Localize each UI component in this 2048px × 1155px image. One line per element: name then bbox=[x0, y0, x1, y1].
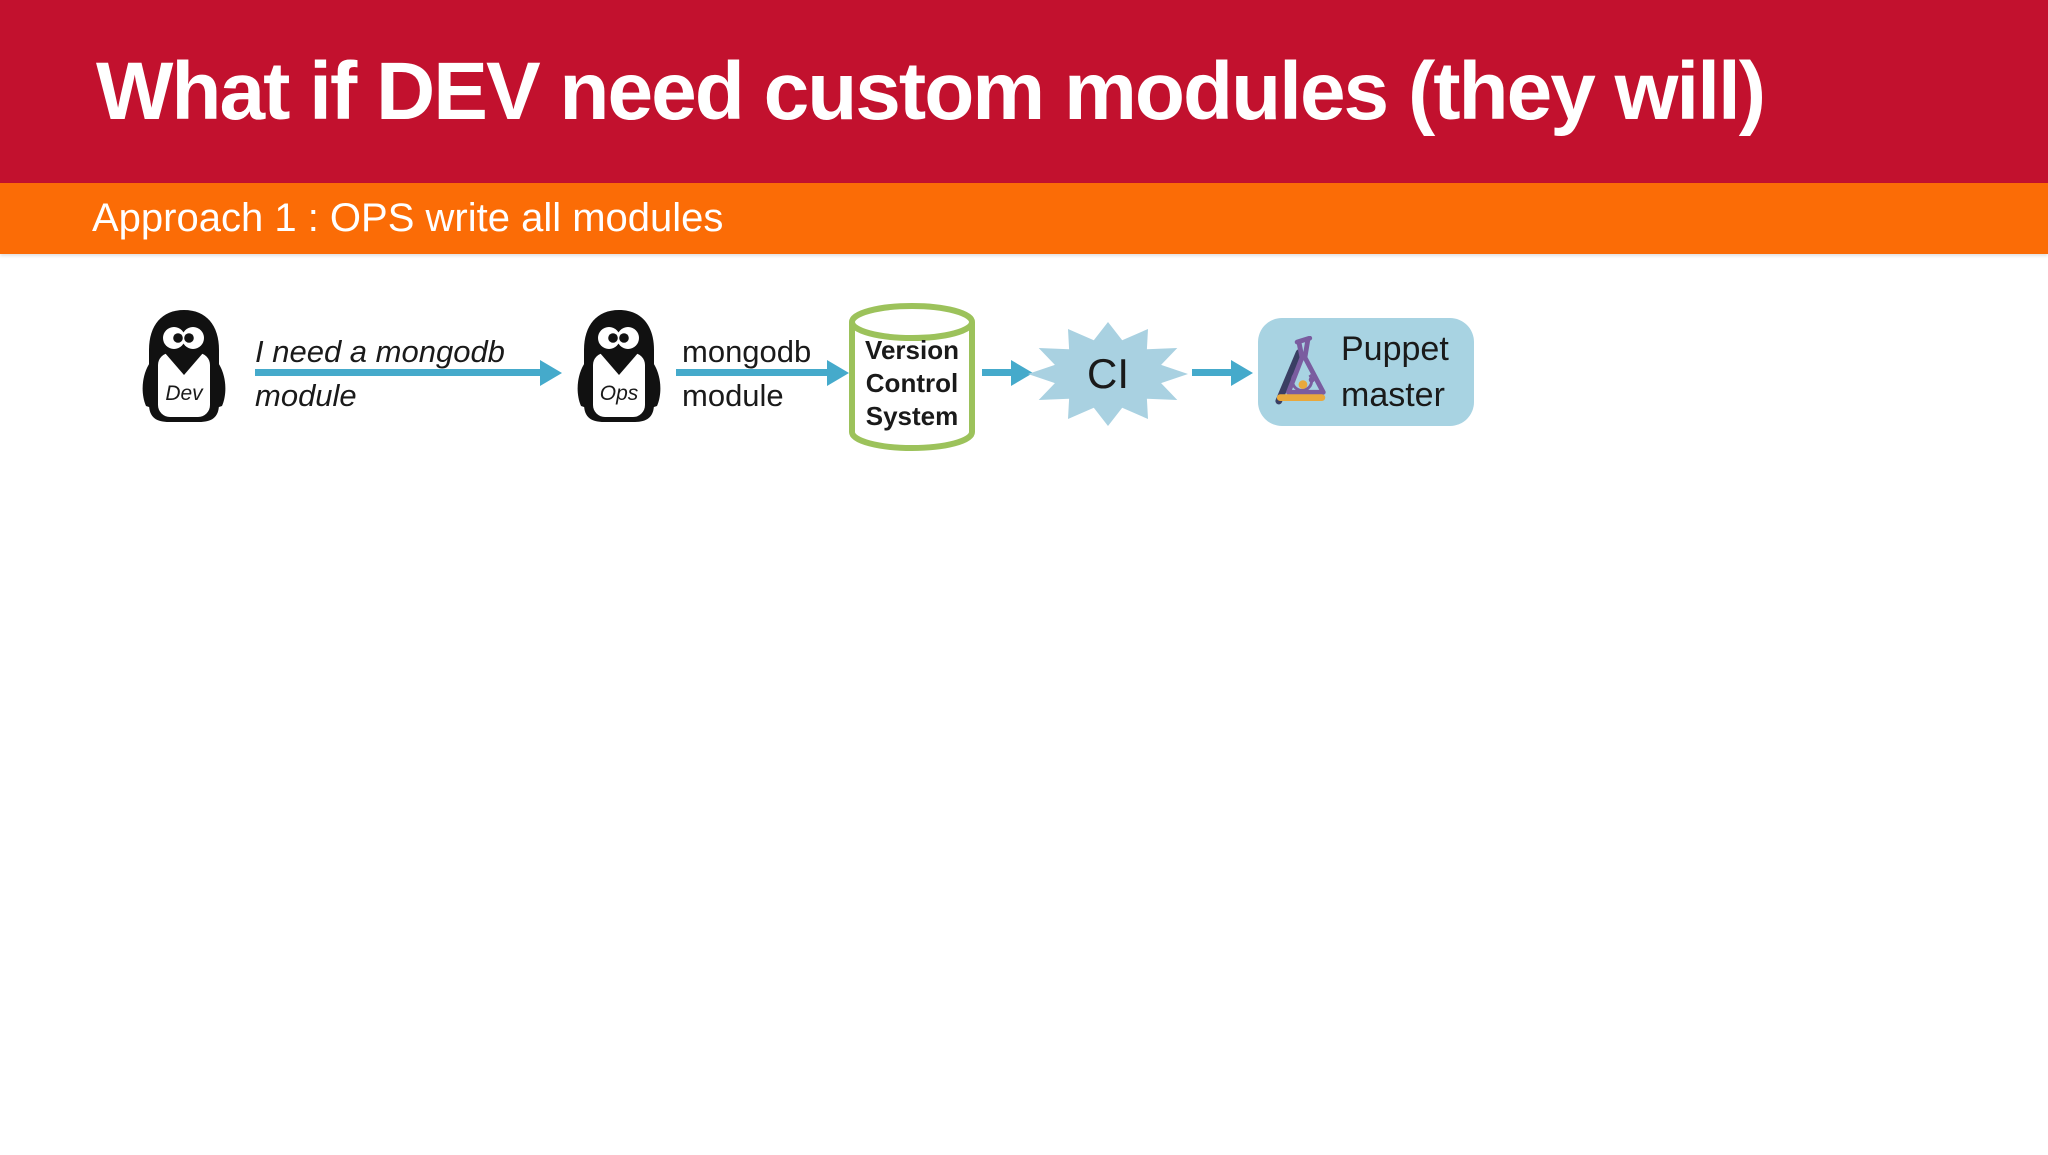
msg-ops-to-vcs-line2: module bbox=[682, 378, 784, 413]
ops-node: Ops bbox=[573, 308, 665, 423]
msg-dev-to-ops-line1: I need a mongodb bbox=[255, 334, 505, 369]
version-control-node: Version Control System bbox=[848, 302, 976, 452]
puppet-master-label: Puppet master bbox=[1341, 326, 1449, 418]
ci-node: CI bbox=[1023, 318, 1193, 430]
penguin-icon bbox=[142, 310, 226, 422]
puppet-label-line2: master bbox=[1341, 376, 1445, 414]
dev-node: Dev bbox=[138, 308, 230, 423]
puppet-flask-icon bbox=[1275, 336, 1326, 405]
msg-dev-to-ops-line2: module bbox=[255, 378, 357, 413]
vcs-label-line1: Version bbox=[865, 335, 959, 365]
puppet-master-node: Puppet master bbox=[1258, 318, 1474, 426]
arrow-dev-to-ops bbox=[255, 369, 541, 376]
database-cylinder-icon bbox=[849, 303, 975, 452]
vcs-label-line2: Control bbox=[865, 368, 959, 398]
diagram-canvas: Dev I need a mongodb module Ops mongodb … bbox=[0, 254, 2048, 1155]
vcs-label-line3: System bbox=[865, 401, 959, 431]
arrow-ci-to-puppet bbox=[1192, 369, 1232, 376]
approach-bar: Approach 1 : OPS write all modules bbox=[0, 183, 2048, 254]
slide-title: What if DEV need custom modules (they wi… bbox=[96, 46, 1766, 137]
title-bar: What if DEV need custom modules (they wi… bbox=[0, 0, 2048, 183]
approach-label: Approach 1 : OPS write all modules bbox=[92, 196, 724, 240]
version-control-label: Version Control System bbox=[848, 334, 976, 433]
ci-label: CI bbox=[1087, 350, 1129, 397]
puppet-label-line1: Puppet bbox=[1341, 330, 1449, 368]
dev-label: Dev bbox=[165, 382, 203, 405]
penguin-icon bbox=[577, 310, 661, 422]
arrow-ops-to-vcs bbox=[676, 369, 828, 376]
arrow-vcs-to-ci bbox=[982, 369, 1012, 376]
starburst-icon bbox=[1028, 322, 1188, 426]
ops-label: Ops bbox=[599, 382, 639, 405]
msg-ops-to-vcs-line1: mongodb bbox=[682, 334, 812, 369]
